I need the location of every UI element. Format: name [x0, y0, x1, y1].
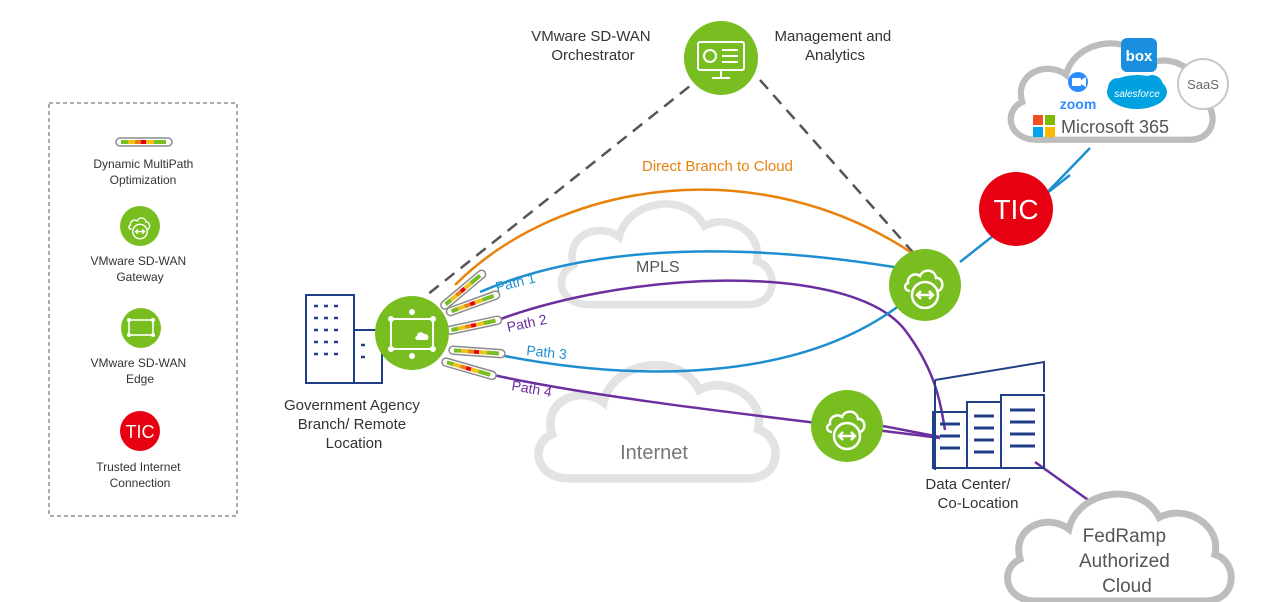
pipe-icon-4: [448, 345, 506, 359]
legend-edge-icon: [121, 308, 161, 348]
legend-edge-line2: Edge: [126, 372, 154, 386]
branch-building-icon: [305, 294, 383, 384]
datacenter-building-icon: [932, 360, 1045, 470]
salesforce-logo-text: salesforce: [1114, 89, 1160, 100]
legend-multipath-line2: Optimization: [110, 173, 177, 187]
microsoft-logo-icon: [1033, 115, 1055, 137]
legend-gateway-label: VMware SD-WAN Gateway: [91, 254, 190, 284]
fedramp-line3: Cloud: [1102, 576, 1152, 597]
saas-badge: [1177, 58, 1229, 110]
branch-edge-icon: [375, 296, 449, 370]
zoom-logo: zoom: [1060, 72, 1097, 112]
branch-line3: Location: [326, 435, 383, 452]
path1-label: Path 1: [494, 270, 537, 295]
zoom-logo-text: zoom: [1060, 96, 1097, 112]
fedramp-line1: FedRamp: [1083, 526, 1166, 547]
datacenter-line2: Co-Location: [938, 495, 1019, 512]
tic-node-label: TIC: [993, 194, 1038, 225]
salesforce-logo: salesforce: [1107, 75, 1167, 109]
legend-box: [48, 102, 238, 517]
legend-tic-icon: [120, 411, 160, 451]
pipe-icon-5: [440, 356, 498, 382]
legend-gateway-line1: VMware SD-WAN: [91, 254, 187, 268]
legend-multipath-line1: Dynamic MultiPath: [93, 157, 193, 171]
saas-badge-label: SaaS: [1187, 77, 1219, 92]
branch-line2: Branch/ Remote: [298, 416, 406, 433]
management-line1: Management and: [775, 28, 892, 45]
path1-line: [479, 250, 901, 294]
cloud-gateway-icon: [889, 249, 961, 321]
legend-edge-label: VMware SD-WAN Edge: [91, 356, 190, 386]
mpls-cloud: [561, 204, 772, 305]
orchestrator-label: VMware SD-WAN Orchestrator: [531, 28, 655, 64]
gateway-to-datacenter-link: [882, 424, 941, 439]
branch-label: Government Agency Branch/ Remote Locatio…: [284, 397, 424, 452]
box-logo: box: [1121, 38, 1157, 72]
path3-label: Path 3: [526, 342, 568, 362]
datacenter-label: Data Center/ Co-Location: [925, 476, 1018, 512]
pipe-icon-3: [445, 314, 503, 336]
legend-tic-badge: TIC: [126, 422, 155, 442]
multipath-pipe-icon: [115, 137, 173, 147]
datacenter-line1: Data Center/: [925, 476, 1011, 493]
microsoft-365-label: Microsoft 365: [1061, 117, 1169, 137]
path3-line: [484, 303, 901, 373]
direct-path-label: Direct Branch to Cloud: [642, 158, 793, 175]
fedramp-label: FedRamp Authorized Cloud: [1079, 526, 1175, 597]
tic-node-icon: [979, 172, 1053, 246]
legend-multipath-label: Dynamic MultiPath Optimization: [93, 157, 196, 187]
branch-line1: Government Agency: [284, 397, 420, 414]
management-analytics-label: Management and Analytics: [775, 28, 896, 64]
direct-branch-to-cloud-path: [454, 188, 916, 286]
internet-gateway-icon: [811, 390, 883, 462]
legend-gateway-icon: [120, 206, 160, 246]
legend-edge-line1: VMware SD-WAN: [91, 356, 187, 370]
orchestrator-link-branch: [397, 77, 701, 319]
management-line2: Analytics: [805, 47, 865, 64]
legend-tic-line1: Trusted Internet: [96, 460, 181, 474]
legend-tic-line2: Connection: [110, 476, 171, 490]
orchestrator-line2: Orchestrator: [551, 47, 634, 64]
box-logo-text: box: [1126, 48, 1153, 65]
path4-label: Path 4: [510, 377, 553, 400]
fedramp-line2: Authorized: [1079, 551, 1170, 572]
legend-tic-label: Trusted Internet Connection: [96, 460, 184, 490]
legend-gateway-line2: Gateway: [116, 270, 163, 284]
orchestrator-line1: VMware SD-WAN: [531, 28, 650, 45]
mpls-label: MPLS: [636, 259, 680, 276]
orchestrator-icon: [684, 21, 758, 95]
internet-label: Internet: [620, 442, 688, 464]
